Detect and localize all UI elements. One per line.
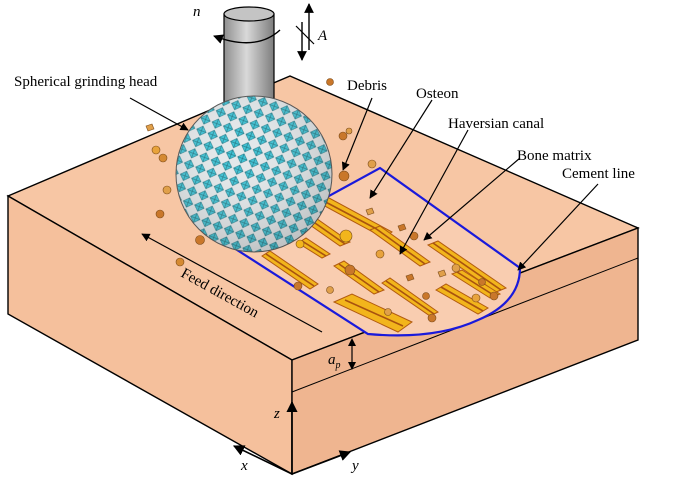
debris-particle: [344, 264, 356, 276]
debris-particle: [195, 235, 205, 245]
debris-particle: [339, 229, 353, 243]
depth-arrow: [348, 338, 356, 370]
debris-particle: [326, 78, 334, 86]
debris-leader: [341, 97, 373, 171]
label-x: x: [240, 458, 248, 474]
debris-particle: [384, 308, 392, 316]
label-osteon: Osteon: [416, 86, 459, 102]
debris-particle: [489, 291, 499, 301]
y-axis: [291, 450, 352, 475]
osteon: [332, 293, 413, 333]
debris-particle: [437, 269, 447, 278]
feed-direction-arrow: [141, 233, 323, 333]
label-n: n: [193, 4, 201, 20]
debris-particle: [151, 145, 161, 155]
leader-lines: [129, 97, 599, 333]
coordinate-axes: [232, 400, 352, 475]
debris-particle: [155, 209, 165, 219]
debris-particle: [422, 292, 430, 300]
spherical-grinding-head: [175, 95, 333, 253]
debris-particle: [326, 286, 334, 294]
rotation-arrow-icon: [213, 29, 281, 44]
debris-particle: [338, 170, 350, 182]
debris-particle: [375, 249, 385, 259]
osteon: [297, 237, 331, 259]
label-y: y: [350, 458, 359, 474]
grinding-head-leader: [129, 97, 189, 131]
haversian-canal-leader: [399, 129, 469, 255]
label-debris: Debris: [347, 78, 387, 94]
osteon: [381, 277, 439, 317]
x-axis: [232, 445, 293, 475]
debris-particle: [293, 281, 303, 291]
label-grinding-head: Spherical grinding head: [14, 74, 158, 90]
bone-matrix-leader: [423, 157, 521, 241]
debris-particle: [471, 293, 481, 303]
debris-particle: [345, 127, 353, 135]
vertical-double-arrow-icon: [295, 3, 315, 61]
debris-particle: [405, 273, 415, 282]
debris-particle: [295, 239, 305, 249]
debris-particle: [365, 207, 375, 216]
label-cement-line: Cement line: [562, 166, 635, 182]
osteon: [435, 283, 489, 315]
debris-particle: [367, 159, 377, 169]
debris-particle: [145, 123, 155, 132]
debris-particle: [397, 223, 407, 232]
debris-particle: [338, 131, 348, 141]
osteon: [261, 250, 319, 290]
debris-particle: [158, 153, 168, 163]
label-haversian-canal: Haversian canal: [448, 116, 544, 132]
label-z: z: [273, 406, 280, 422]
debris-particle: [175, 257, 185, 267]
debris-particle: [451, 263, 461, 273]
osteon-leader: [369, 99, 433, 199]
label-A: A: [317, 28, 328, 44]
debris-particle: [478, 278, 486, 286]
label-bone-matrix: Bone matrix: [517, 148, 592, 164]
cement-line-leader: [517, 183, 599, 271]
debris-particle: [162, 185, 172, 195]
debris-particle: [427, 313, 437, 323]
label-ap: ap: [328, 352, 341, 371]
osteon: [426, 240, 508, 293]
